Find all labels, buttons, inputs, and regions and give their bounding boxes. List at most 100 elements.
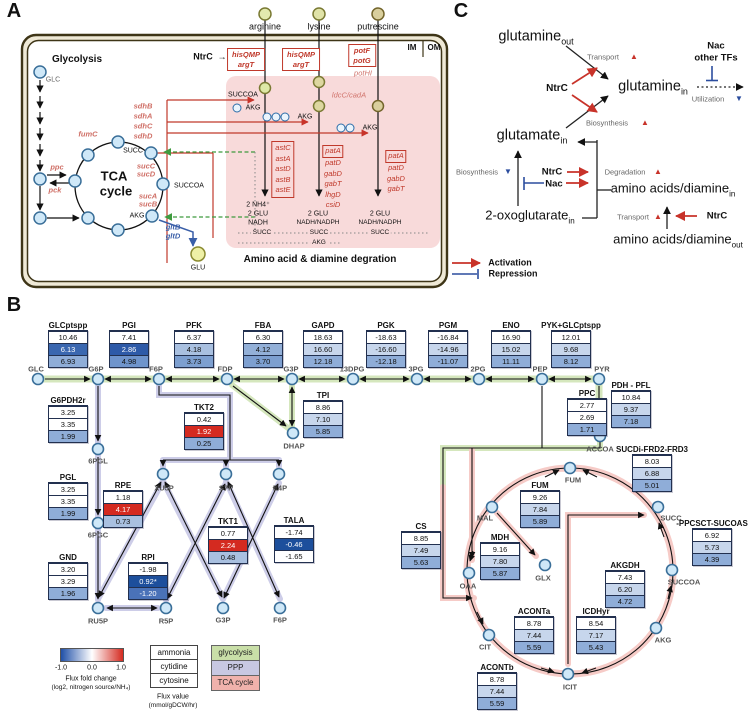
ntrc-arrow: →: [217, 51, 227, 62]
gene-csiD: csiD: [325, 200, 341, 209]
gene-patA: patA: [385, 150, 407, 163]
glycolysis-chain-a: [36, 80, 80, 222]
repression-label: Repression: [488, 268, 538, 279]
flux-value: 12.01: [552, 331, 590, 343]
node-cit: [482, 628, 496, 642]
gene-astB: astB: [275, 174, 291, 184]
gene-sucD: sucD: [136, 169, 156, 179]
pathway-category-ppp: PPP: [211, 660, 260, 676]
flux-box-title: PPC: [578, 389, 596, 398]
flux-value: 6.88: [633, 467, 671, 479]
flux-value: 3.20: [49, 563, 87, 575]
node-label-g3p-ppp: G3P: [215, 615, 231, 625]
nitrogen-source-row: ammonia: [150, 645, 198, 660]
node-fdp: [220, 372, 234, 386]
node-label-pep: PEP: [532, 364, 548, 374]
product-nadh-nadph-1: NADH/NADPH: [296, 218, 340, 226]
flux-value: 5.59: [515, 641, 553, 653]
flux-value: 7.17: [577, 629, 615, 641]
flux-box-title: -PPCSCT-SUCOAS: [676, 519, 748, 528]
flux-box-title: TALA: [283, 516, 305, 525]
flux-value: 7.18: [612, 415, 650, 427]
rows-caption-1: Flux value: [157, 693, 189, 701]
flux-box-title: PGI: [122, 321, 136, 330]
panel-c-label: C: [453, 0, 469, 22]
gene-patA: patA: [322, 145, 344, 158]
flux-value: 7.84: [521, 503, 559, 515]
succoa-entry-label: SUCCOA: [228, 91, 258, 99]
succ-dash-2: SUCC: [307, 228, 331, 237]
flux-value: -18.63: [367, 331, 405, 343]
transport-up-label: Transport: [587, 52, 619, 62]
flux-value: 6.93: [49, 355, 87, 367]
flux-value: 5.63: [402, 556, 440, 568]
fold-change-gradient: [60, 648, 124, 662]
flux-value: 8.12: [552, 355, 590, 367]
ntrc-degradation: NtrC: [541, 166, 563, 178]
akg-dot3-label: AKG: [362, 124, 378, 132]
flux-box-title: PFK: [186, 321, 202, 330]
node-f6p-ppp: [273, 601, 287, 615]
node-oaa: [462, 566, 476, 580]
ntrc-transport: NtrC: [706, 210, 728, 222]
gene-gabT: gabT: [387, 184, 405, 193]
glutamine-in: glutaminein: [618, 78, 688, 97]
node-label-akg: AKG: [654, 635, 672, 645]
gene-sucA: sucA: [138, 191, 158, 201]
product-nh4: 2 NH4⁺: [246, 201, 270, 209]
nac-tfs-line1: Nac: [707, 40, 725, 52]
biosynthesis-down-tri: ▼: [504, 167, 512, 176]
pathway-nodes-a: [33, 65, 170, 237]
flux-value: -1.20: [129, 587, 167, 599]
gene-sdhC: sdhC: [133, 121, 153, 131]
tca-title-1: TCA: [100, 168, 128, 184]
akg-dot1-label: AKG: [245, 104, 261, 112]
node-label-fdp: FDP: [217, 364, 233, 374]
flux-value: 10.46: [49, 331, 87, 343]
flux-value: 1.99: [49, 507, 87, 519]
flux-value: 7.10: [304, 413, 342, 425]
flux-value: 6.30: [244, 331, 282, 343]
gene-gabT: gabT: [324, 179, 342, 188]
glu-label: GLU: [190, 264, 206, 272]
node-label-cit: CIT: [478, 642, 492, 652]
biosynthesis-up-tri: ▲: [641, 118, 649, 127]
node-label-xu5p: XU5P: [154, 483, 174, 493]
nitrogen-source-row: cytosine: [150, 673, 198, 688]
node-succoa: [665, 563, 679, 577]
transport-up-tri: ▲: [630, 52, 638, 61]
flux-value: 7.49: [402, 544, 440, 556]
node-label-s7p: S7P: [218, 483, 234, 493]
node-label-accoa: ACCOA: [586, 444, 614, 454]
gene-astD: astD: [275, 164, 291, 173]
cell-membrane: [20, 33, 449, 289]
flux-value: 10.84: [612, 391, 650, 403]
flux-value: 4.98: [110, 355, 148, 367]
ntrc-label: NtrC: [193, 51, 213, 62]
flux-value: 9.68: [552, 343, 590, 355]
node-r5p: [159, 601, 173, 615]
gene-gabD: gabD: [387, 173, 405, 183]
node-f6p: [152, 372, 166, 386]
node-label-e4p: E4P: [272, 483, 288, 493]
panel-a-label: A: [6, 0, 22, 22]
product-glu-1: 2 GLU: [247, 210, 269, 218]
product-nadh-nadph-2: NADH/NADPH: [358, 218, 402, 226]
akg-3x-dot: [262, 112, 272, 122]
utilization-tri: ▼: [735, 94, 743, 103]
flux-value: 1.99: [49, 430, 87, 442]
flux-value: -1.98: [129, 563, 167, 575]
flux-box-tala: TALA-1.74-0.46-1.65: [274, 516, 314, 563]
